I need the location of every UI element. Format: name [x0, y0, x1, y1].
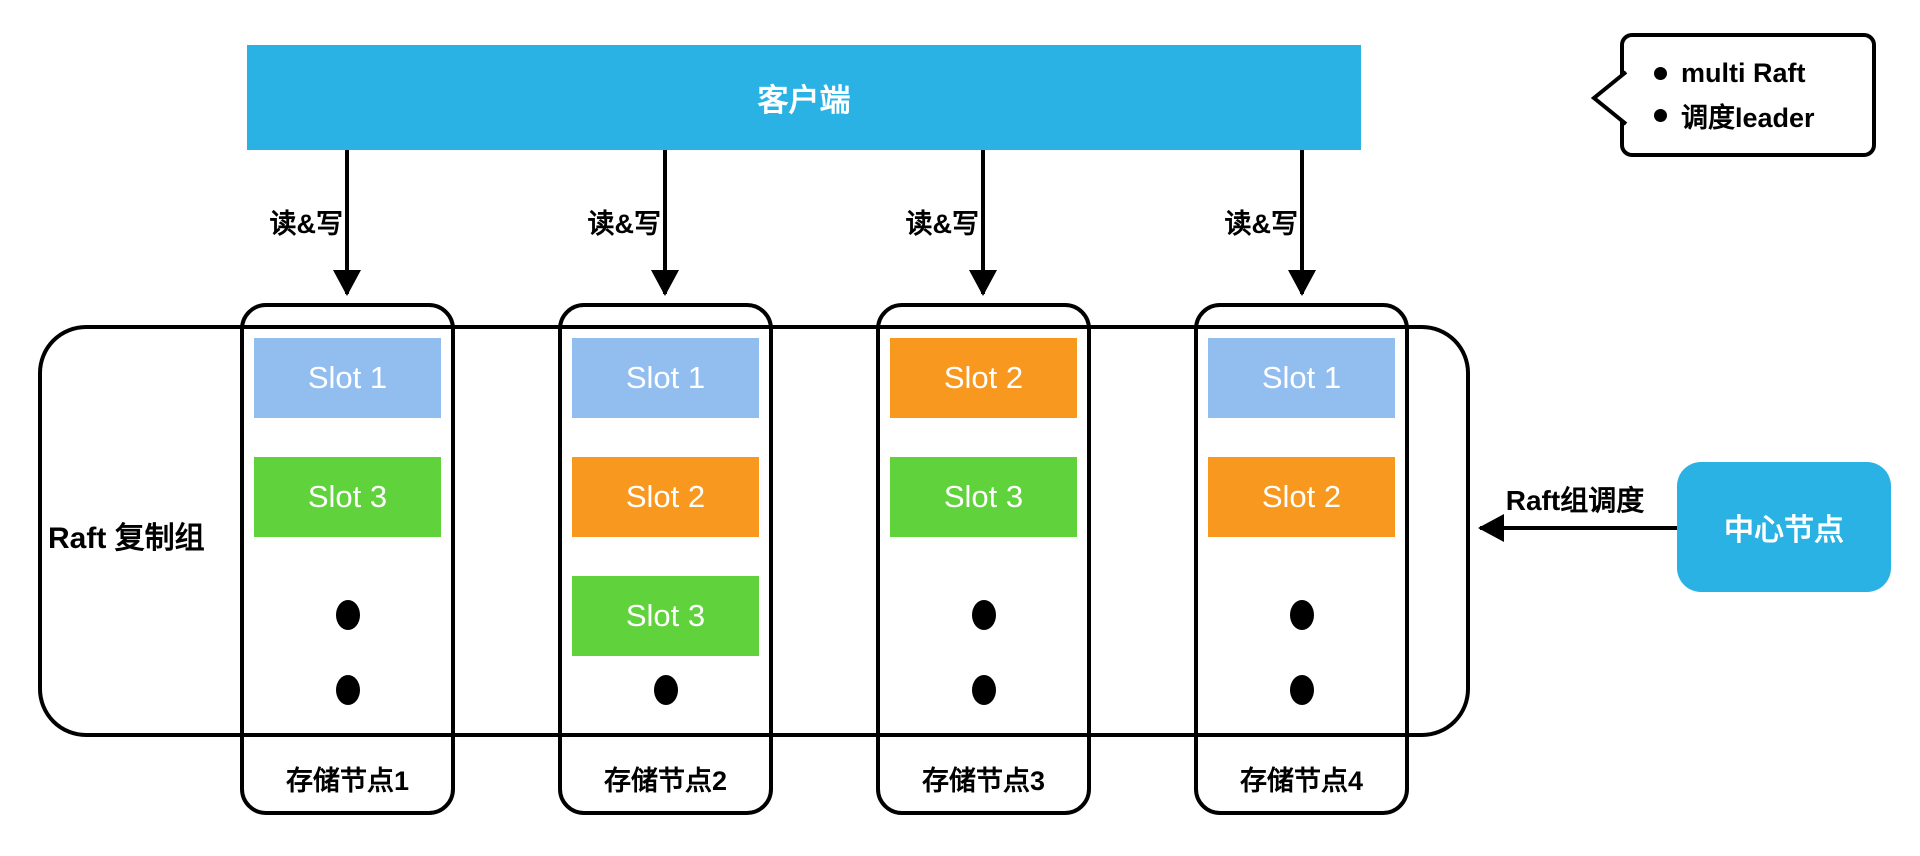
slot-label: Slot 1: [1261, 360, 1342, 395]
callout-text: multi Raft: [1681, 57, 1806, 88]
read-write-label-1: 读&写: [269, 209, 344, 239]
slot-box: Slot 2: [1208, 457, 1395, 537]
slot-label: Slot 2: [625, 479, 706, 514]
ellipsis-dot: [1289, 600, 1314, 630]
ellipsis-dot: [1289, 675, 1314, 705]
ellipsis-dot: [335, 675, 360, 705]
slot-label: Slot 1: [625, 360, 706, 395]
client-node: 客户端: [247, 45, 1361, 150]
read-write-label-2: 读&写: [587, 209, 662, 239]
slot-box: Slot 2: [572, 457, 759, 537]
slot-box: Slot 3: [890, 457, 1077, 537]
slot-box: Slot 2: [890, 338, 1077, 418]
storage-node-1: Slot 1 Slot 3 存储节点1: [240, 303, 455, 815]
storage-node-3-label: 存储节点3: [921, 766, 1046, 796]
callout-item: multi Raft: [1654, 52, 1872, 94]
storage-node-2: Slot 1 Slot 2 Slot 3 存储节点2: [558, 303, 773, 815]
annotation-callout: multi Raft 调度leader: [1620, 33, 1876, 157]
raft-schedule-label: Raft组调度: [1505, 485, 1645, 516]
ellipsis-dot: [653, 675, 678, 705]
bullet-icon: [1654, 108, 1667, 122]
storage-node-1-label: 存储节点1: [285, 766, 410, 796]
slot-box: Slot 3: [254, 457, 441, 537]
ellipsis-dot: [971, 600, 996, 630]
client-label: 客户端: [757, 83, 851, 118]
raft-group-label: Raft 复制组: [48, 522, 205, 555]
callout-tail-icon: [1590, 70, 1628, 126]
slot-label: Slot 3: [625, 598, 706, 633]
callout-text: 调度leader: [1681, 102, 1815, 133]
slot-box: Slot 1: [1208, 338, 1395, 418]
storage-node-3: Slot 2 Slot 3 存储节点3: [876, 303, 1091, 815]
slot-label: Slot 2: [943, 360, 1024, 395]
slot-box: Slot 3: [572, 576, 759, 656]
callout-item: 调度leader: [1654, 94, 1872, 136]
storage-node-2-label: 存储节点2: [603, 766, 728, 796]
slot-box: Slot 1: [254, 338, 441, 418]
center-node: 中心节点: [1677, 462, 1891, 592]
slot-label: Slot 2: [1261, 479, 1342, 514]
ellipsis-dot: [971, 675, 996, 705]
center-node-label: 中心节点: [1724, 514, 1844, 547]
slot-label: Slot 3: [943, 479, 1024, 514]
read-write-label-4: 读&写: [1224, 209, 1299, 239]
bullet-icon: [1654, 66, 1667, 80]
ellipsis-dot: [335, 600, 360, 630]
read-write-label-3: 读&写: [905, 209, 980, 239]
storage-node-4-label: 存储节点4: [1239, 766, 1364, 796]
storage-node-4: Slot 1 Slot 2 存储节点4: [1194, 303, 1409, 815]
slot-label: Slot 1: [307, 360, 388, 395]
slot-label: Slot 3: [307, 479, 388, 514]
slot-box: Slot 1: [572, 338, 759, 418]
